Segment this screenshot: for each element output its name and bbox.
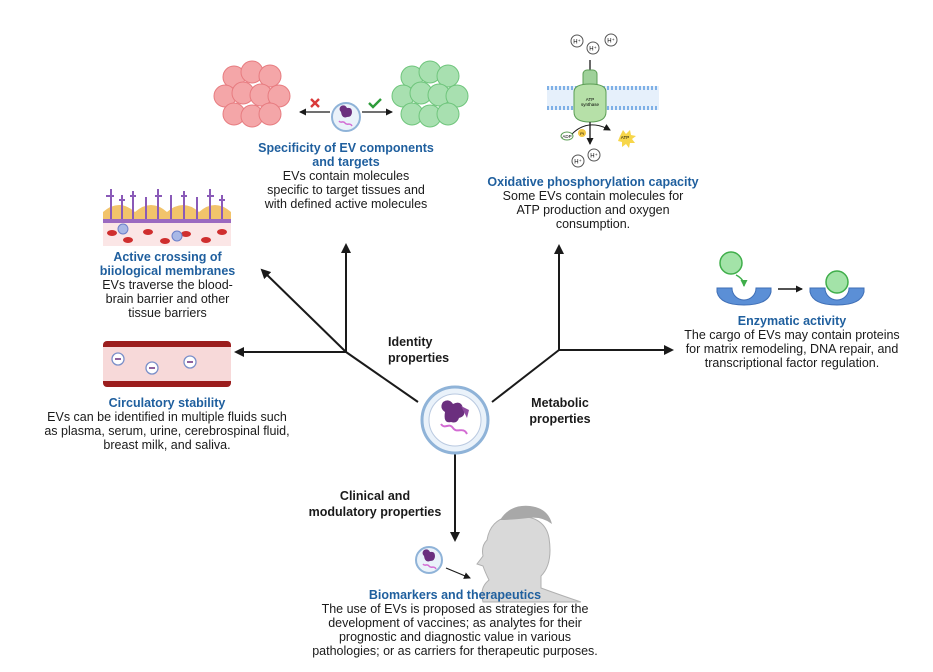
human-profile-image — [476, 505, 582, 603]
enzymatic-desc-2: for matrix remodeling, DNA repair, and — [685, 342, 899, 356]
specificity-desc-1: EVs contain molecules — [282, 169, 410, 183]
biomarkers-desc-2: development of vaccines; as analytes for… — [328, 616, 582, 630]
oxphos-desc-3: consumption. — [555, 217, 631, 231]
metabolic-label-line-2: properties — [529, 412, 591, 426]
check-icon — [368, 98, 382, 109]
reject-arrow — [299, 98, 330, 116]
blood-vessel-image — [103, 341, 231, 387]
clinical-label-line-2: modulatory properties — [308, 505, 442, 519]
center-ev-icon — [420, 385, 490, 455]
biomarkers-desc-3: prognostic and diagnostic value in vario… — [338, 630, 572, 644]
specificity-desc-3: with defined active molecules — [264, 197, 428, 211]
clinical-label: Clinical and modulatory properties — [300, 488, 450, 520]
membranes-desc-2: brain barrier and other — [105, 292, 230, 306]
connector-arrows — [234, 243, 674, 542]
biomarkers-title: Biomarkers and therapeutics — [368, 588, 542, 602]
oxphos-desc-1: Some EVs contain molecules for — [502, 189, 684, 203]
enzyme-reaction-image — [716, 251, 865, 306]
cross-icon — [310, 98, 320, 108]
enzymatic-node: Enzymatic activity The cargo of EVs may … — [658, 314, 926, 370]
circulatory-desc-2: as plasma, serum, urine, cerebrospinal f… — [44, 424, 290, 438]
specificity-node: Specificity of EV components and targets… — [236, 141, 456, 211]
specificity-desc-2: specific to target tissues and — [267, 183, 425, 197]
biomarkers-node: Biomarkers and therapeutics The use of E… — [280, 588, 630, 658]
biomarkers-desc-1: The use of EVs is proposed as strategies… — [321, 602, 589, 616]
red-cell-cluster — [213, 60, 291, 128]
atp-synthase-label-1: ATP — [586, 97, 594, 102]
metabolic-stem — [491, 349, 560, 403]
tissue-barrier-image — [103, 189, 231, 246]
atp-synthase-image: H⁺ H⁺ H⁺ ATP synthase ADP Pi ATP H⁺ H⁺ — [547, 33, 659, 168]
proton-top-3: H⁺ — [607, 38, 615, 45]
biomarkers-desc-4: pathologies; or as carriers for therapeu… — [312, 644, 598, 658]
proton-top-1: H⁺ — [573, 39, 581, 46]
specificity-ev-icon — [331, 102, 361, 132]
membranes-desc-1: EVs traverse the blood- — [102, 278, 233, 292]
specificity-title-2: and targets — [312, 155, 380, 169]
identity-stem — [345, 351, 419, 403]
specificity-title-1: Specificity of EV components — [258, 141, 434, 155]
oxphos-node: Oxidative phosphorylation capacity Some … — [468, 175, 718, 231]
metabolic-label: Metabolic properties — [526, 395, 594, 427]
arrow-to-membranes — [260, 268, 347, 353]
enzymatic-title: Enzymatic activity — [737, 314, 847, 328]
proton-bottom-1: H⁺ — [574, 159, 582, 166]
proton-bottom-2: H⁺ — [590, 153, 598, 160]
enzymatic-desc-3: transcriptional factor regulation. — [704, 356, 880, 370]
accept-arrow — [362, 98, 393, 116]
oxphos-desc-2: ATP production and oxygen — [516, 203, 670, 217]
identity-label: Identity properties — [388, 334, 450, 366]
oxphos-title: Oxidative phosphorylation capacity — [487, 175, 699, 189]
adp-label: ADP — [562, 134, 571, 139]
circulatory-node: Circulatory stability EVs can be identif… — [22, 396, 312, 452]
proton-icons: H⁺ H⁺ H⁺ — [570, 33, 618, 55]
atp-label: ATP — [621, 135, 629, 140]
membranes-desc-3: tissue barriers — [128, 306, 207, 320]
proton-top-2: H⁺ — [589, 46, 597, 53]
clinical-label-line-1: Clinical and — [339, 489, 411, 503]
circulatory-desc-3: breast milk, and saliva. — [103, 438, 231, 452]
identity-label-line-2: properties — [388, 351, 450, 365]
enzymatic-desc-1: The cargo of EVs may contain proteins — [684, 328, 900, 342]
green-cell-cluster — [391, 60, 469, 128]
ev-to-human-arrow — [445, 567, 471, 579]
atp-synthase-label-2: synthase — [581, 102, 600, 107]
pi-label: Pi — [580, 131, 584, 136]
metabolic-label-line-1: Metabolic — [531, 396, 589, 410]
membranes-node: Active crossing of biiological membranes… — [70, 250, 265, 320]
biomarker-ev-icon — [415, 546, 443, 574]
identity-label-line-1: Identity — [388, 335, 433, 349]
membranes-title-1: Active crossing of — [113, 250, 222, 264]
circulatory-desc-1: EVs can be identified in multiple fluids… — [47, 410, 287, 424]
membranes-title-2: biiological membranes — [99, 264, 236, 278]
circulatory-title: Circulatory stability — [108, 396, 226, 410]
